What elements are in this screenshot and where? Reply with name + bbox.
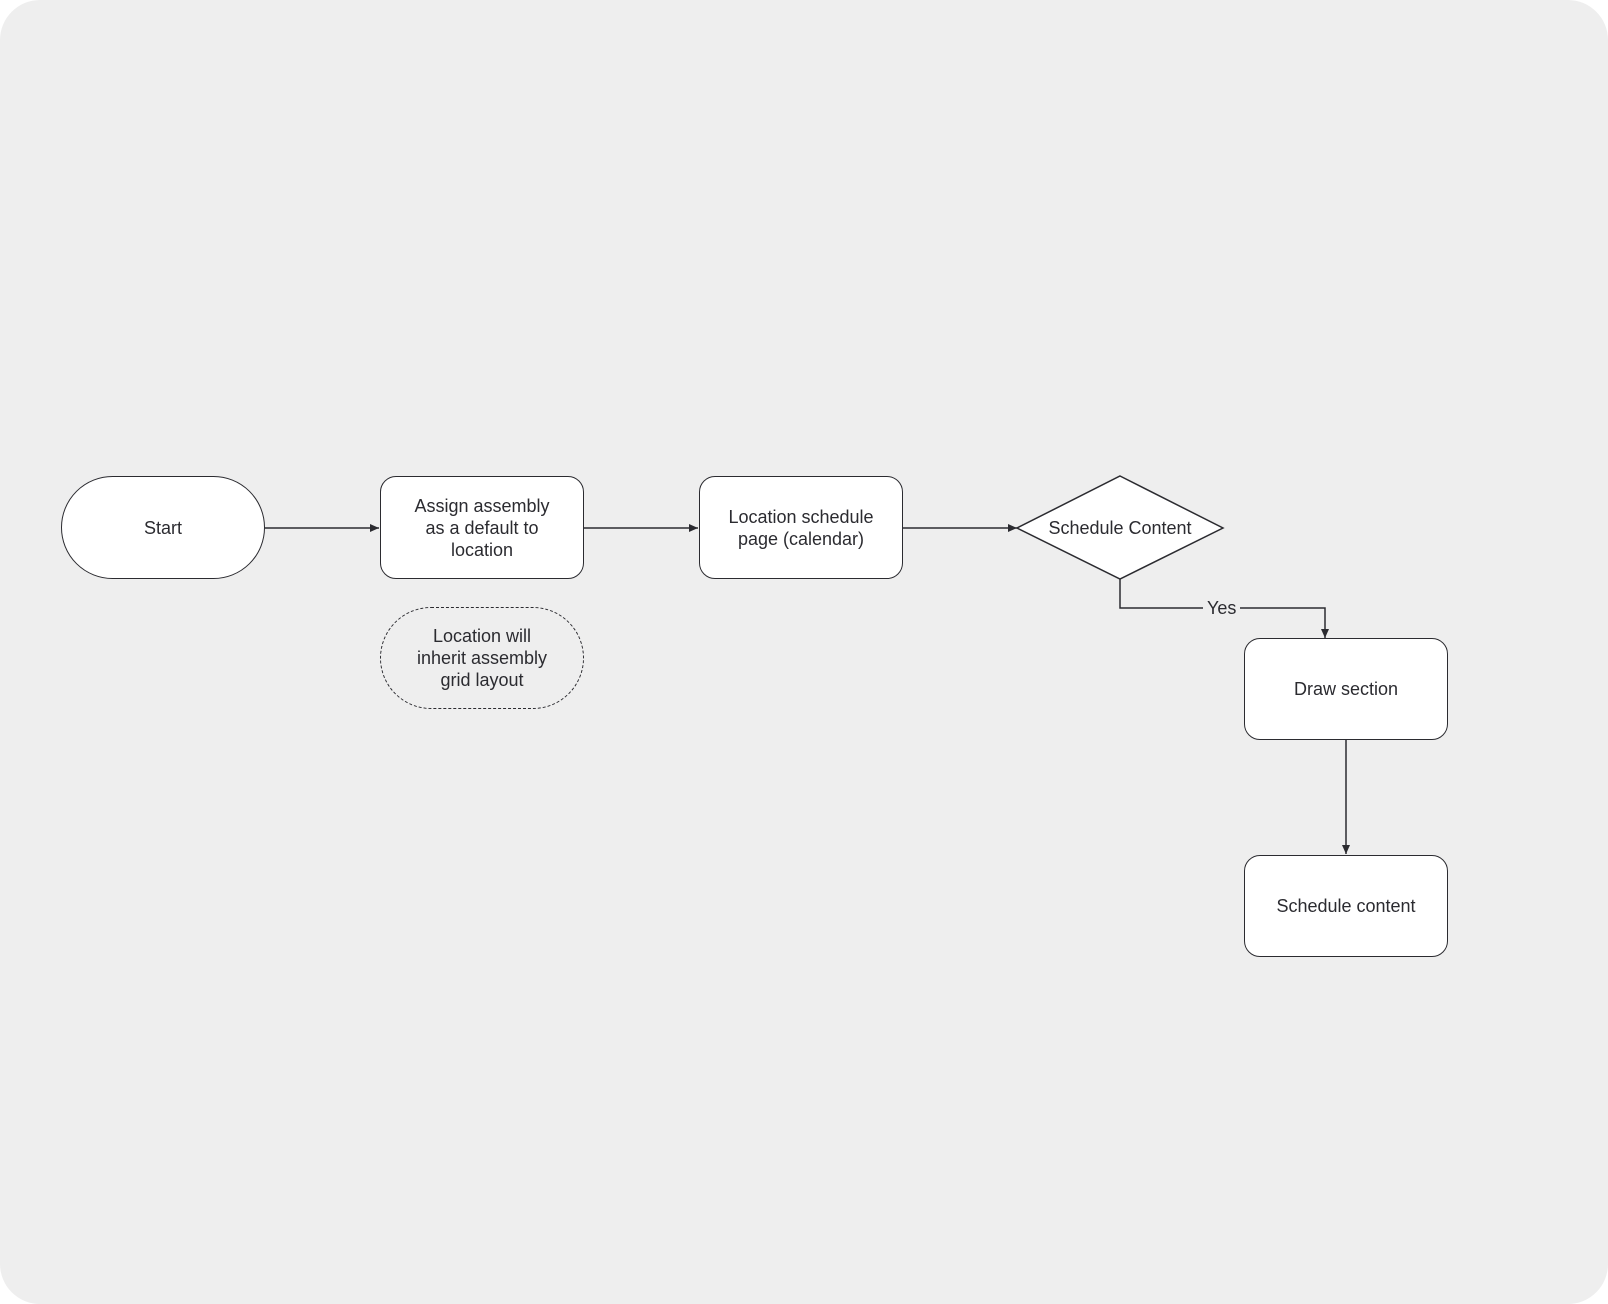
draw-section-node[interactable]: Draw section xyxy=(1244,638,1448,740)
schedule-content-node-label: Schedule content xyxy=(1276,896,1416,916)
schedule-content-node[interactable]: Schedule content xyxy=(1244,855,1448,957)
start-node-label: Start xyxy=(143,517,182,538)
assign-assembly-node[interactable]: Assign assembly as a default to location xyxy=(380,476,584,579)
location-schedule-node[interactable]: Location schedule page (calendar) xyxy=(699,476,903,579)
draw-section-node-label: Draw section xyxy=(1293,679,1399,699)
decision-node-label: Schedule Content xyxy=(1048,517,1192,538)
decision-node-label-wrapper: Schedule Content xyxy=(1017,476,1223,579)
location-schedule-node-label: Location schedule page (calendar) xyxy=(728,506,874,549)
inherit-layout-note[interactable]: Location will inherit assembly grid layo… xyxy=(380,607,584,709)
edge-label-yes: Yes xyxy=(1203,597,1241,619)
start-node[interactable]: Start xyxy=(61,476,265,579)
assign-assembly-node-label: Assign assembly as a default to location xyxy=(414,495,550,560)
inherit-layout-note-label: Location will inherit assembly grid layo… xyxy=(416,626,548,690)
